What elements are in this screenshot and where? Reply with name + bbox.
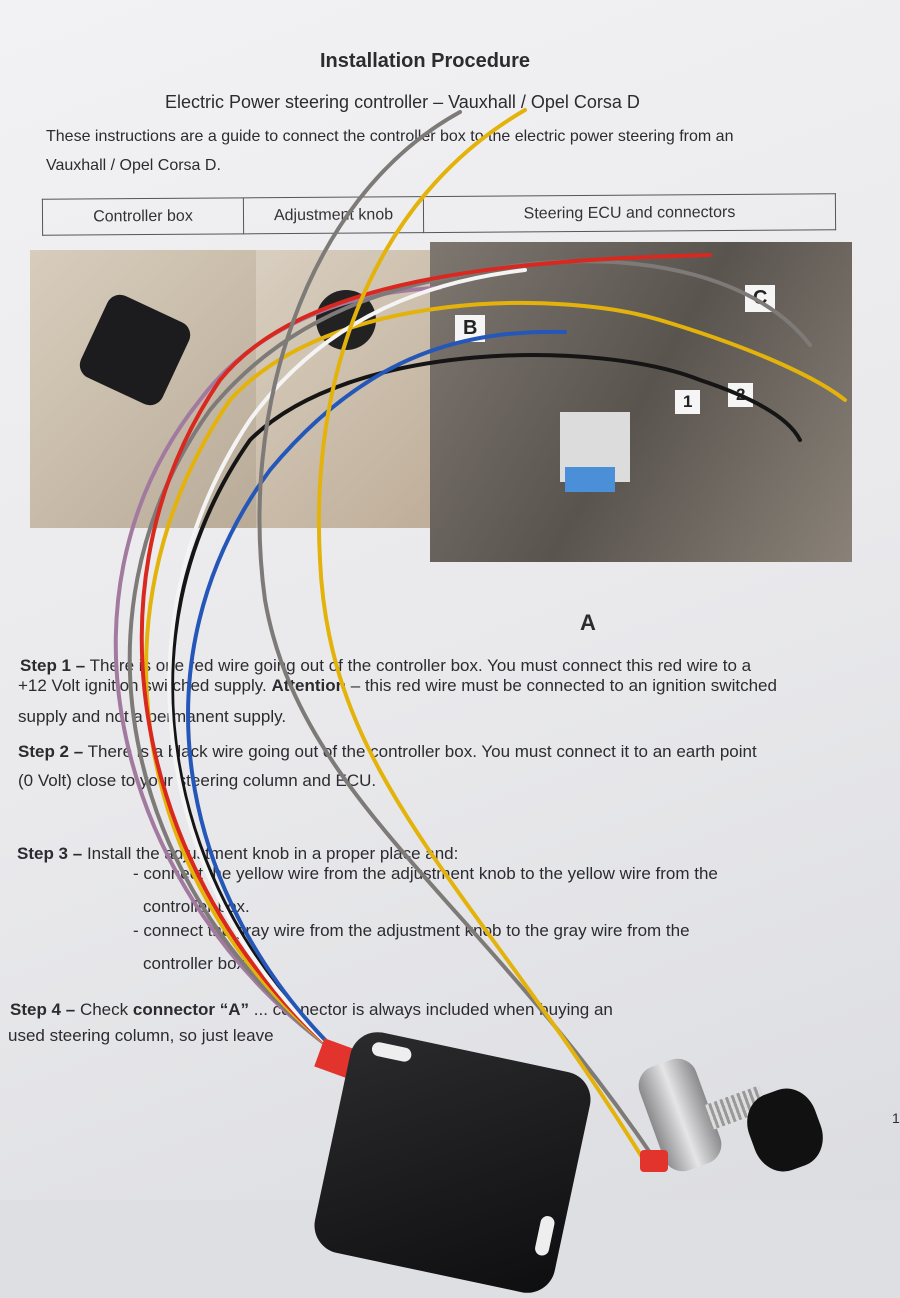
label-b: B <box>455 315 486 342</box>
step-3-line-4: - connect the gray wire from the adjustm… <box>133 921 690 940</box>
page-subtitle: Electric Power steering controller – Vau… <box>165 92 640 112</box>
label-1: 1 <box>675 390 701 414</box>
intro-line-1: These instructions are a guide to connec… <box>46 128 734 145</box>
wire-yellow-box <box>144 301 847 1057</box>
wire-yellow-knob <box>316 108 647 1164</box>
wire-blue <box>186 329 567 1057</box>
step-1-line-2: +12 Volt ignition switched supply. Atten… <box>18 676 777 695</box>
page-number: 1 <box>892 1110 900 1126</box>
wires-overlay <box>113 108 847 1164</box>
wire-white <box>167 268 527 1057</box>
wire-gray-box <box>127 259 812 1057</box>
wire-purple <box>113 286 442 1057</box>
step-3-line-1: Step 3 – Install the adjustment knob in … <box>17 844 459 863</box>
page-title: Installation Procedure <box>320 50 531 72</box>
step-2-line-2: (0 Volt) close to your steering column a… <box>18 771 377 790</box>
intro-line-2: Vauxhall / Opel Corsa D. <box>46 157 221 174</box>
step-4-line-1: Step 4 – Check connector “A” ... connect… <box>10 1000 613 1019</box>
step-3-line-2: - connect the yellow wire from the adjus… <box>133 864 718 883</box>
wire-gray-knob <box>257 110 657 1162</box>
controller-box-photo <box>30 250 256 528</box>
step-1-line-3: supply and not a permanent supply. <box>18 707 287 726</box>
label-a: A <box>580 610 596 635</box>
knob-red-sleeve <box>640 1150 668 1172</box>
step-2-line-1: Step 2 – There is a black wire going out… <box>18 742 757 761</box>
wire-black <box>170 353 802 1057</box>
step-1-line-1: Step 1 – There is one red wire going out… <box>20 656 752 675</box>
wire-red <box>139 253 712 1057</box>
steering-ecu-photo <box>430 242 852 562</box>
step-3-line-5: controller box. <box>143 954 250 973</box>
step-4-line-2: used steering column, so just leave <box>8 1026 274 1045</box>
